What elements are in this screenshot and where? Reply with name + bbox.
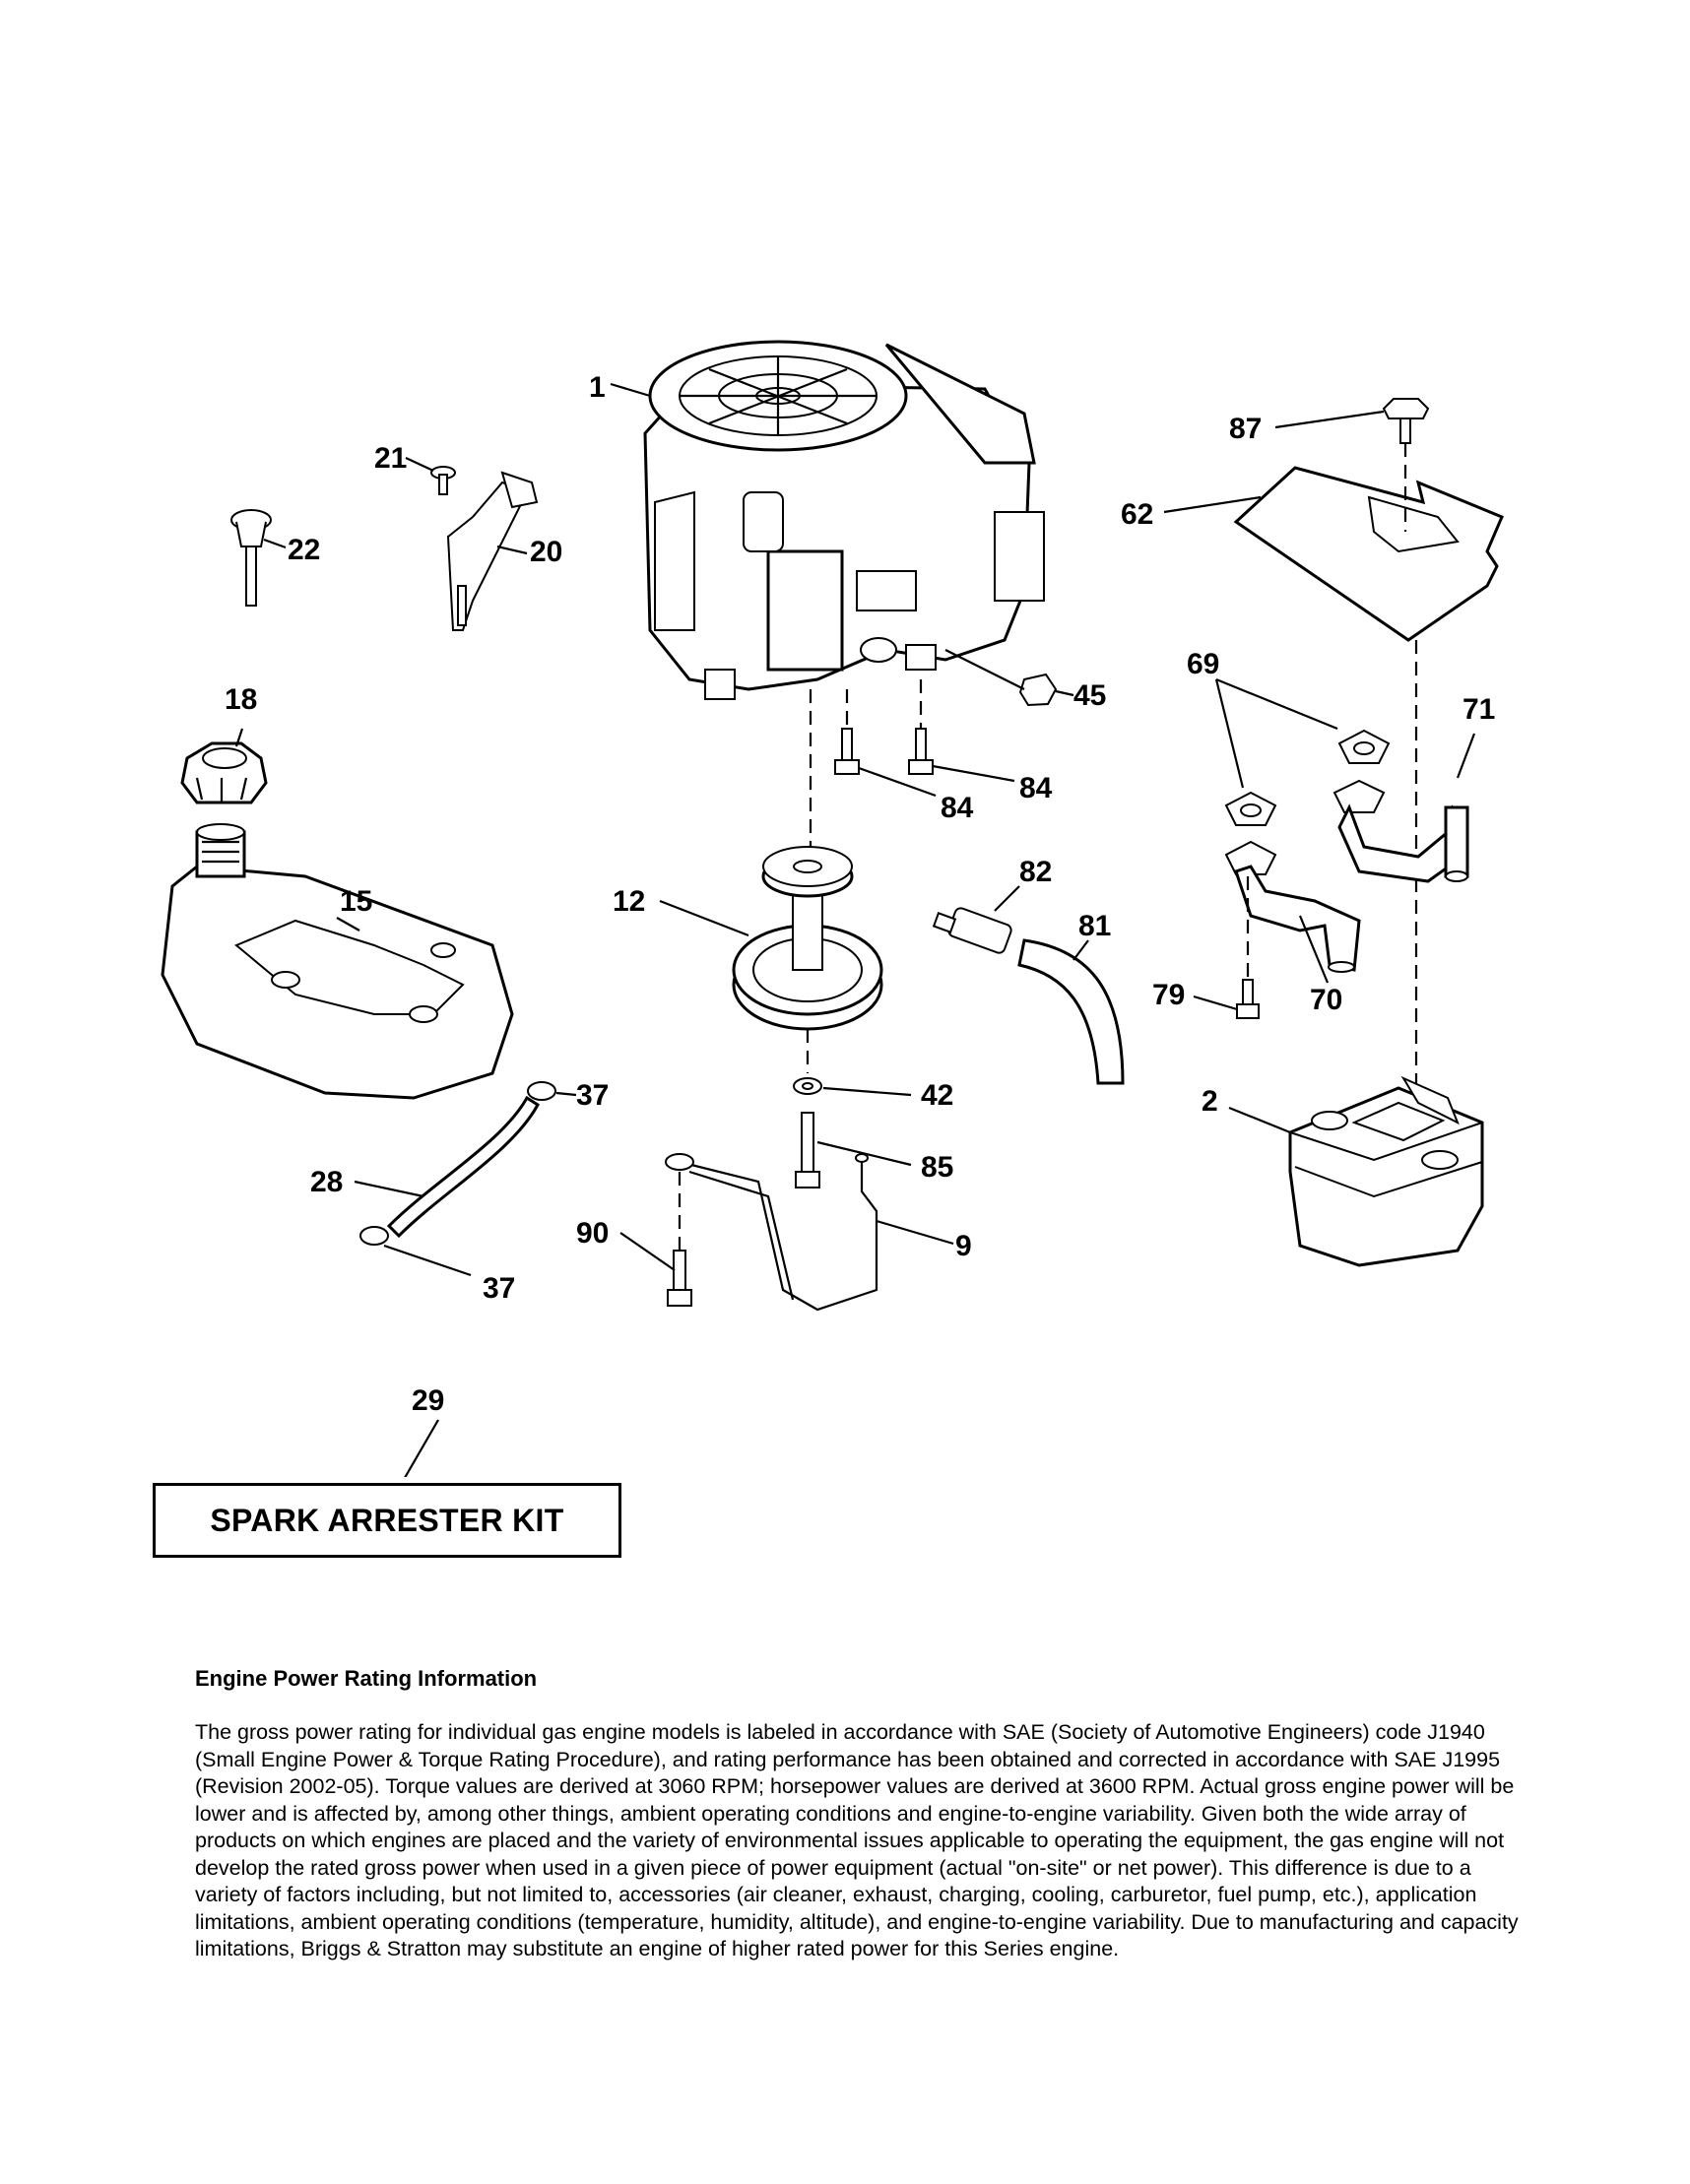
callout-71: 71 — [1462, 693, 1495, 726]
bolt-part-84 — [834, 728, 934, 775]
engine-power-rating-body: The gross power rating for individual ga… — [195, 1720, 1519, 1960]
exhaust-pipe-part-70 — [1224, 840, 1361, 973]
callout-84-a: 84 — [941, 792, 974, 824]
callout-9: 9 — [955, 1230, 972, 1262]
fitting-part-82 — [932, 907, 1012, 954]
callout-29: 29 — [412, 1384, 444, 1417]
callout-62: 62 — [1121, 498, 1153, 531]
bracket-part-9 — [665, 1153, 878, 1312]
engine-power-rating-section: Engine Power Rating Information The gros… — [195, 1666, 1532, 1963]
hose-part-81 — [1017, 938, 1125, 1085]
fuel-cap-part-18 — [180, 741, 268, 804]
pulley-part-12 — [732, 846, 883, 1031]
washer-part-42 — [793, 1077, 822, 1095]
spark-arrester-kit-box: SPARK ARRESTER KIT — [153, 1483, 621, 1558]
screw-part-21 — [430, 466, 456, 495]
engine-power-rating-heading: Engine Power Rating Information — [195, 1666, 538, 1691]
callout-82: 82 — [1019, 856, 1052, 888]
exhaust-pipe-part-71 — [1332, 779, 1469, 883]
dipstick-part-20 — [446, 471, 539, 631]
fuel-line-part-28 — [386, 1095, 540, 1239]
callout-1: 1 — [589, 371, 606, 404]
callout-84-b: 84 — [1019, 772, 1053, 804]
gasket-part-69 — [1224, 729, 1391, 826]
callout-90: 90 — [576, 1217, 609, 1250]
callout-20: 20 — [530, 536, 562, 568]
callout-28: 28 — [310, 1166, 343, 1198]
callout-12: 12 — [613, 885, 645, 918]
bolt-part-87 — [1382, 398, 1430, 444]
callout-81: 81 — [1078, 910, 1111, 942]
callout-87: 87 — [1229, 413, 1262, 445]
callout-85: 85 — [921, 1151, 953, 1184]
muffler-part-2 — [1288, 1075, 1484, 1267]
clamp-part-37 — [359, 1081, 556, 1246]
engine-part-1 — [643, 340, 1045, 700]
callout-37-b: 37 — [483, 1272, 515, 1305]
nut-part-45 — [1018, 673, 1058, 707]
bolt-part-90 — [667, 1250, 692, 1307]
bolt-part-85 — [795, 1112, 820, 1188]
callout-69: 69 — [1187, 648, 1219, 680]
callout-42: 42 — [921, 1079, 953, 1112]
callout-70: 70 — [1310, 984, 1342, 1016]
heat-shield-part-62 — [1233, 466, 1504, 642]
callout-2: 2 — [1202, 1085, 1218, 1118]
spark-arrester-kit-label: SPARK ARRESTER KIT — [210, 1502, 564, 1538]
callout-37-a: 37 — [576, 1079, 609, 1112]
bolt-part-79 — [1236, 979, 1260, 1019]
callout-18: 18 — [225, 683, 257, 716]
parts-diagram: 1 84 84 45 12 42 85 — [161, 340, 1504, 1477]
callout-21: 21 — [374, 442, 407, 475]
callout-45: 45 — [1073, 679, 1106, 712]
fuel-tank-part-15 — [161, 823, 514, 1100]
callout-79: 79 — [1152, 979, 1185, 1011]
callout-22: 22 — [288, 534, 320, 566]
choke-knob-part-22 — [230, 509, 272, 607]
callout-15: 15 — [340, 885, 372, 918]
